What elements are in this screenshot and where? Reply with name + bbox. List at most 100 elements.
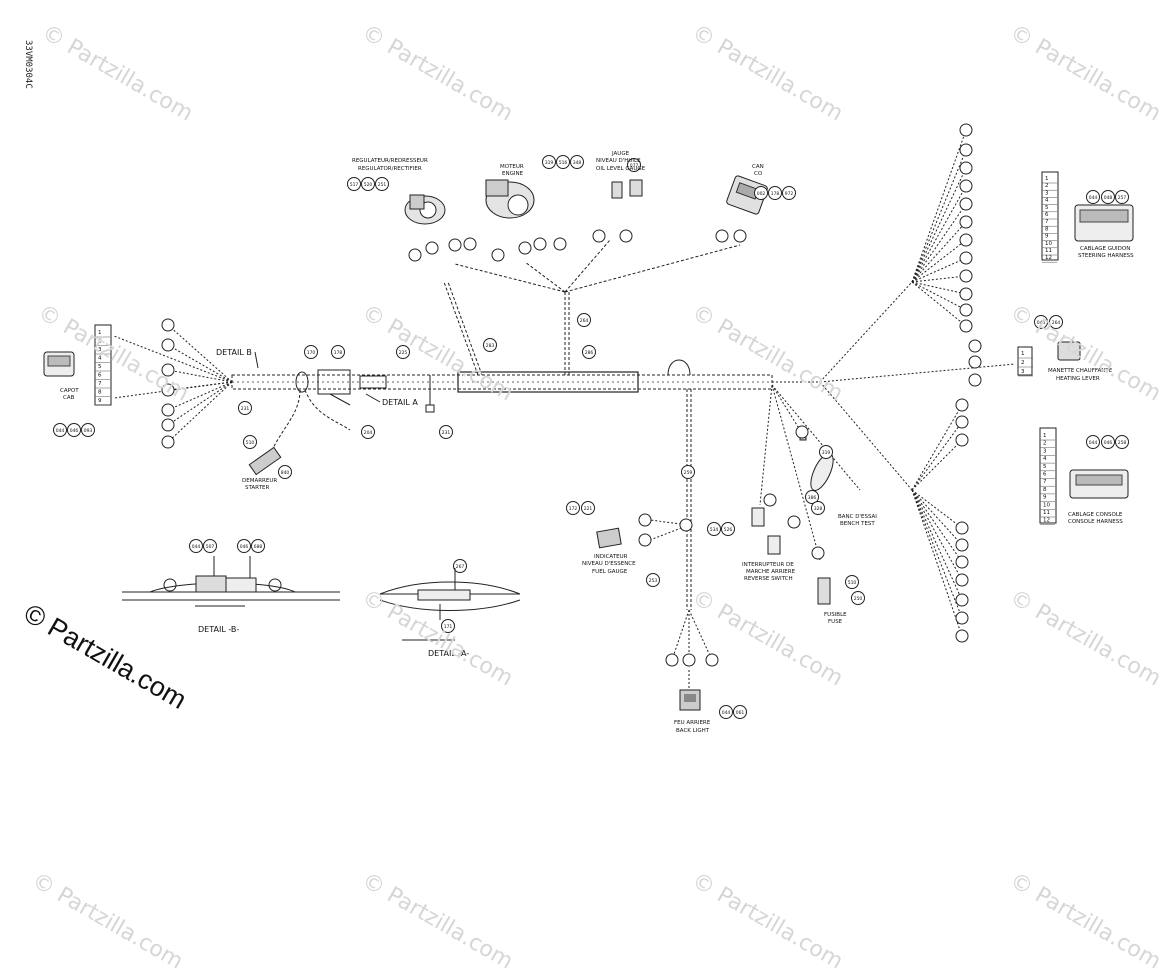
pin-number: 5 [1045, 205, 1049, 211]
heating-label-fr: MANETTE CHAUFFANTE [1048, 368, 1113, 374]
reverse-label-fr1: INTERRUPTEUR DE [742, 562, 794, 568]
reverse-label-fr2: MARCHE ARRIERE [746, 569, 796, 575]
circuit-callout-icon [619, 229, 633, 243]
drawing-reference-code: 33VM0304C [23, 40, 33, 89]
can-label-fr: CAN [752, 164, 764, 170]
detail-a-drawing [379, 568, 521, 641]
console-label-fr: CABLAGE CONSOLE [1068, 512, 1123, 518]
part-callout-circle [782, 186, 796, 200]
part-callout-circle [570, 155, 584, 169]
part-callout-circle [1101, 190, 1115, 204]
back-light-label-en: BACK LIGHT [676, 728, 710, 734]
pin-number: 8 [1043, 487, 1047, 493]
starter-branch [269, 389, 351, 456]
console-label-en: CONSOLE HARNESS [1068, 519, 1123, 525]
part-callout-circle [733, 705, 747, 719]
part-number-label: 517 [350, 182, 359, 188]
part-callout-circle [1115, 435, 1129, 449]
steering-fan [911, 129, 967, 327]
part-number-label: 044 [722, 710, 731, 716]
circuit-callout-icon [811, 546, 825, 560]
part-callout-circle [627, 158, 641, 172]
part-number-label: 231 [241, 406, 250, 412]
circuit-callout-icon [955, 573, 969, 587]
circuit-callout-icon [959, 251, 973, 265]
part-number-label: 688 [254, 544, 263, 550]
reverse-switch-icon [751, 507, 781, 555]
part-number-label: 231 [442, 430, 451, 436]
pin-number: 6 [1043, 472, 1047, 478]
circuit-callout-icon [955, 415, 969, 429]
circuit-callout-icon [968, 339, 982, 353]
part-callout-circle [347, 177, 361, 191]
part-callout-circle [439, 425, 453, 439]
part-number-label: 002 [757, 191, 766, 197]
pin-number: 2 [1043, 441, 1047, 447]
pin-number: 9 [1045, 234, 1049, 240]
part-number-label: 267 [456, 564, 465, 570]
circuit-callout-icon [763, 493, 777, 507]
starter-label-fr: DEMARREUR [242, 478, 277, 484]
circuit-callout-icon [161, 318, 175, 332]
circuit-callout-icon [161, 403, 175, 417]
pin-number: 9 [98, 398, 102, 404]
pin-number: 2 [98, 339, 102, 345]
part-callout-circle [375, 177, 389, 191]
circuit-callout-icon [163, 578, 177, 592]
part-number-label: 221 [584, 506, 593, 512]
part-callout-circle [304, 345, 318, 359]
pin-number: 3 [98, 347, 102, 353]
circuit-callout-icon [161, 363, 175, 377]
circuit-callout-icon [733, 229, 747, 243]
circuit-callout-icon [959, 303, 973, 317]
part-callout-circle [754, 186, 768, 200]
part-callout-circle [453, 559, 467, 573]
back-light-connector-icon [679, 689, 701, 711]
detail-b-title: DETAIL -B- [198, 625, 239, 634]
part-callout-circle [719, 705, 733, 719]
pin-number: 6 [1045, 212, 1049, 218]
steering-label-en: STEERING HARNESS [1078, 253, 1134, 259]
part-number-label: 319 [822, 450, 831, 456]
fuel-label-en: FUEL GAUGE [592, 569, 628, 575]
circuit-callout-icon [161, 338, 175, 352]
part-callout-circle [237, 539, 251, 553]
detail-a-callout: DETAIL A [382, 398, 418, 407]
circuit-callout-icon [715, 229, 729, 243]
console-fan [911, 404, 963, 637]
part-number-label: 253 [649, 578, 658, 584]
part-callout-circle [203, 539, 217, 553]
part-number-label: 046 [240, 544, 249, 550]
part-callout-circle [1034, 315, 1048, 329]
circuit-callout-icon [959, 143, 973, 157]
part-callout-circle [811, 501, 825, 515]
test-label-en: BENCH TEST [840, 521, 875, 527]
circuit-callout-icon [959, 287, 973, 301]
circuit-callout-icon [268, 578, 282, 592]
part-callout-circle [556, 155, 570, 169]
part-number-label: 328 [814, 506, 823, 512]
circuit-callout-icon [679, 518, 693, 532]
part-callout-circle [361, 425, 375, 439]
part-number-label: 170 [307, 350, 316, 356]
part-callout-circle [681, 465, 695, 479]
part-number-label: 093 [84, 428, 93, 434]
part-callout-circle [251, 539, 265, 553]
circuit-callout-icon [959, 197, 973, 211]
down-branch [649, 389, 713, 690]
detail-b-drawing [122, 556, 340, 607]
circuit-callout-icon [955, 398, 969, 412]
regulator-label-fr: REGULATEUR/REDRESSEUR [352, 158, 428, 164]
circuit-callout-icon [968, 355, 982, 369]
part-callout-circle [542, 155, 556, 169]
part-number-label: 251 [378, 182, 387, 188]
part-number-label: 386 [808, 495, 817, 501]
circuit-callout-icon [463, 237, 477, 251]
part-number-label: 516 [559, 160, 568, 166]
part-number-label: 286 [585, 350, 594, 356]
cab-fan [113, 324, 233, 443]
fuse-label-en: FUSE [828, 619, 843, 625]
